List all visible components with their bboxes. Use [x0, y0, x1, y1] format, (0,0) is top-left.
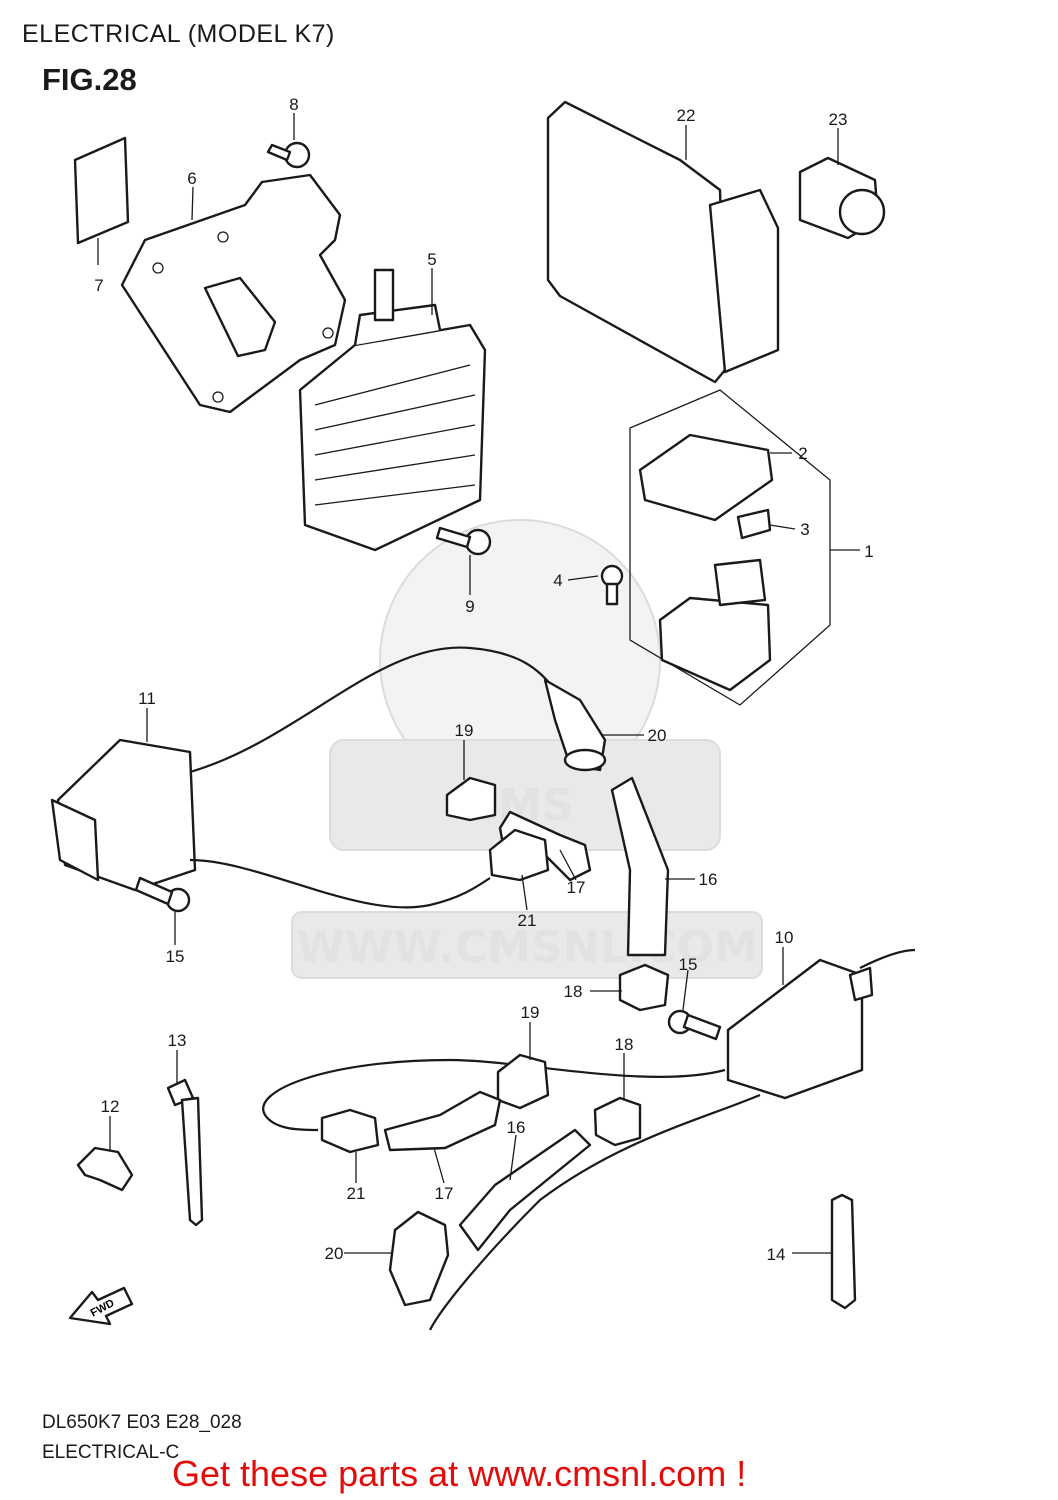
diagram-code: DL650K7 E03 E28_028 [42, 1412, 242, 1433]
part-20-plug-cap-a [543, 678, 607, 772]
part-18-seal-b [618, 963, 670, 1012]
callout-5: 5 [427, 250, 436, 269]
callout-2: 2 [798, 444, 807, 463]
callout-17a: 17 [567, 878, 586, 897]
part-14-strap [830, 1193, 857, 1310]
part-4-screw [600, 564, 624, 606]
callout-11: 11 [138, 689, 156, 708]
callout-16a: 16 [699, 870, 718, 889]
callout-17b: 17 [435, 1184, 454, 1203]
callout-21b: 21 [347, 1184, 366, 1203]
part-23-connector [798, 156, 886, 240]
part-9-screw [435, 526, 492, 556]
callout-20b: 20 [325, 1244, 344, 1263]
callout-18a: 18 [564, 982, 583, 1001]
call-to-action-link[interactable]: Get these parts at www.cmsnl.com ! [172, 1453, 747, 1494]
callout-numbers: 1 2 3 4 5 6 7 8 9 10 11 12 13 14 15 15 1… [94, 95, 873, 1264]
callout-19a: 19 [455, 721, 474, 740]
part-5-regulator [298, 268, 487, 552]
callout-21a: 21 [518, 911, 537, 930]
callout-15a: 15 [166, 947, 185, 966]
callout-7: 7 [94, 276, 103, 295]
callout-22: 22 [677, 106, 696, 125]
part-20-plug-cap-b [388, 1210, 450, 1307]
callout-18b: 18 [615, 1035, 634, 1054]
callout-6: 6 [187, 169, 196, 188]
part-13-cable-tie [166, 1078, 204, 1227]
part-15-bolt-b [667, 1009, 722, 1041]
callout-8: 8 [289, 95, 298, 114]
part-22-ecu [546, 100, 780, 384]
part-21-rubber-a [488, 828, 550, 882]
part-6-bracket [120, 173, 347, 414]
part-19-seal-a [445, 776, 497, 822]
callout-1: 1 [864, 542, 873, 561]
callout-14: 14 [767, 1245, 786, 1264]
callout-4: 4 [553, 571, 562, 590]
part-21-rubber-b [320, 1108, 380, 1154]
part-17-cap-b [383, 1090, 502, 1152]
callout-20a: 20 [648, 726, 667, 745]
part-1-starter-relay-group [629, 389, 831, 706]
part-11-ignition-coil [50, 646, 556, 909]
part-10-ignition-coil [262, 948, 916, 1331]
callout-3: 3 [800, 520, 809, 539]
figure-label: FIG.28 [42, 62, 137, 97]
part-8-screw [266, 141, 311, 169]
callout-19b: 19 [521, 1003, 540, 1022]
callout-16b: 16 [507, 1118, 526, 1137]
part-16-plug-cord-b [458, 1128, 592, 1252]
part-7-label-sticker [73, 136, 130, 245]
watermark-url: WWW.CMSNL.COM [296, 922, 758, 973]
part-18-seal-d [593, 1096, 642, 1147]
callout-15b: 15 [679, 955, 698, 974]
callout-13: 13 [168, 1031, 187, 1050]
leader-lines [97, 113, 860, 1254]
fwd-arrow-icon: FWD [68, 1286, 134, 1326]
callout-12: 12 [101, 1097, 120, 1116]
diagram-section-name: ELECTRICAL-C [42, 1442, 180, 1463]
part-12-clamp [76, 1146, 134, 1192]
callout-9: 9 [465, 597, 474, 616]
part-15-bolt-a [134, 876, 191, 913]
callout-23: 23 [829, 110, 848, 129]
callout-10: 10 [775, 928, 794, 947]
part-16-plug-cord-a [610, 776, 670, 957]
section-title: ELECTRICAL (MODEL K7) [22, 20, 335, 48]
